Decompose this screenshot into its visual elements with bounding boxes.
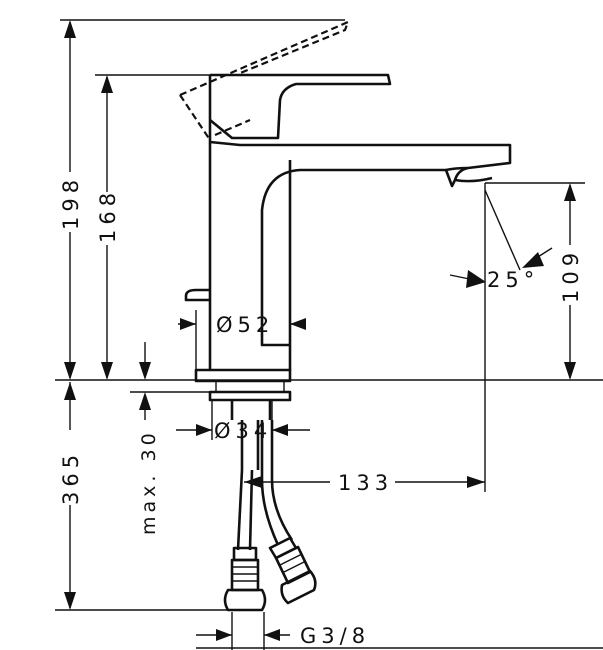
dimension-max-30: max. 30 — [138, 342, 160, 535]
dimension-168: 168 — [96, 75, 120, 380]
dim-label-max-30: max. 30 — [138, 429, 160, 535]
reference-lines — [55, 19, 603, 650]
dimension-365: 365 — [59, 382, 83, 610]
dimension-diameter-34: Ø34 — [176, 419, 310, 443]
dimension-angle-25: 25° — [449, 247, 553, 292]
dim-label-133: 133 — [338, 471, 393, 495]
dim-label-168: 168 — [96, 188, 120, 243]
dimension-198: 198 — [59, 20, 83, 380]
dimension-109: 109 — [559, 183, 583, 380]
dim-label-angle-25: 25° — [487, 268, 539, 292]
dim-label-109: 109 — [559, 248, 583, 303]
dim-label-diameter-34: Ø34 — [214, 419, 272, 443]
dim-label-365: 365 — [59, 450, 83, 505]
faucet-body — [184, 73, 512, 383]
dimension-g38: G3/8 — [196, 624, 370, 648]
shank-assembly — [208, 381, 317, 612]
dim-label-198: 198 — [59, 175, 83, 230]
dim-label-g38: G3/8 — [300, 624, 370, 648]
dim-label-diameter-52: Ø52 — [216, 313, 274, 337]
dimension-133: 133 — [244, 471, 485, 495]
dimension-diameter-52: Ø52 — [178, 313, 306, 337]
lever-handle-raised — [179, 19, 350, 141]
